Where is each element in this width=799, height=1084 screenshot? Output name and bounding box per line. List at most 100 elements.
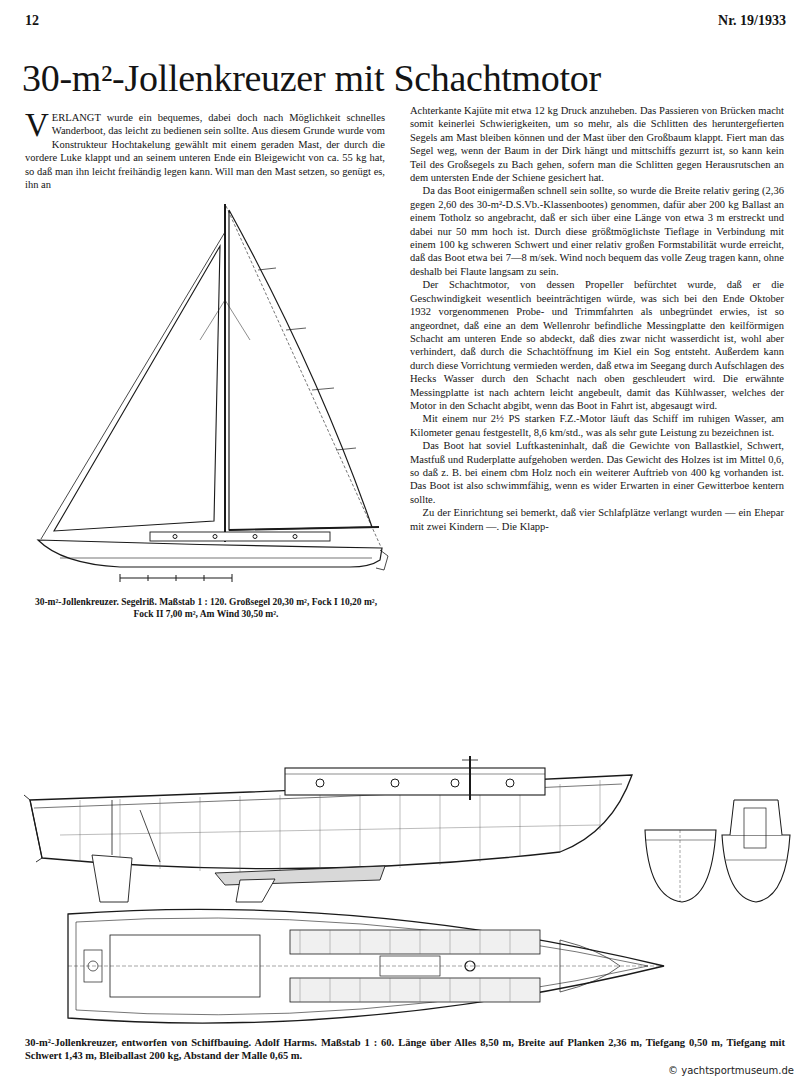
hull-profile-line <box>400 792 401 868</box>
hull-profile-line <box>320 794 321 871</box>
sail-plan-line <box>204 575 205 581</box>
hull-profile-line <box>316 779 324 787</box>
sail-plan-line <box>41 232 225 539</box>
sail-plan-line <box>148 575 149 581</box>
hull-plan-line <box>110 935 260 997</box>
hull-profile-line <box>391 779 399 787</box>
hull-profile <box>24 756 632 902</box>
hull-plan-line <box>510 978 511 1002</box>
sail-plan-line <box>258 268 276 270</box>
hull-profile-line <box>80 800 81 862</box>
hull-profile-line <box>600 780 601 830</box>
hull-plan-line <box>300 930 510 1002</box>
hull-plan-line <box>76 918 648 1015</box>
hull-plan <box>68 909 664 1023</box>
hull-profile-line <box>462 760 478 761</box>
hull-profile-line <box>560 784 561 851</box>
sail-plan-line <box>312 388 334 390</box>
hull-profile-line <box>200 797 201 871</box>
cross-section-line <box>722 835 790 902</box>
hull-profile-line <box>451 779 459 787</box>
figure-caption: 30-m²-Jollenkreuzer, entworfen von Schif… <box>25 1036 785 1062</box>
text-column: Achterkante Kajüte mit etwa 12 kg Druck … <box>410 104 784 533</box>
hull-plan-line <box>450 930 451 954</box>
sail-plan-line <box>253 535 257 539</box>
article-title: 30-m²-Jollenkreuzer mit Schachtmotor <box>22 56 601 100</box>
sail-plan-line <box>226 206 381 547</box>
hull-profile-line <box>440 790 441 865</box>
sail-plan-line <box>224 204 226 542</box>
body-text: Mit einem nur 2½ PS starken F.Z.-Motor l… <box>410 412 784 439</box>
hull-plan-line <box>290 978 540 1002</box>
body-text: Da das Boot einigermaßen schnell sein so… <box>410 184 784 278</box>
hull-plan-line <box>480 978 481 1002</box>
sail-plan-line <box>60 558 372 559</box>
sail-plan <box>38 204 388 582</box>
sail-plan-line <box>173 535 177 539</box>
hull-profile-line <box>360 793 361 870</box>
hull-profile-line <box>506 779 514 787</box>
hull-plan-line <box>360 978 361 1002</box>
hull-profile-line <box>285 768 545 795</box>
hull-profile-line <box>236 879 275 902</box>
hull-plan-line <box>330 978 331 1002</box>
issue-number: Nr. 19/1933 <box>600 13 786 29</box>
hull-profile-line <box>120 799 121 866</box>
hull-plan-line <box>390 978 391 1002</box>
hull-plan-line <box>330 930 331 954</box>
body-text: Das Boot hat soviel Luftkasteninhalt, da… <box>410 439 784 506</box>
hull-plan-line <box>84 950 102 982</box>
cross-section <box>645 800 790 902</box>
cross-section-line <box>645 840 716 841</box>
figure-caption: 30-m²-Jollenkreuzer. Segelriß. Maßstab 1… <box>25 596 387 620</box>
hull-plan-line <box>480 930 481 954</box>
hull-plan-line <box>560 940 620 992</box>
hull-profile-line <box>60 825 600 835</box>
sail-plan-line <box>286 328 306 330</box>
sail-plan-line <box>229 527 379 530</box>
hull-plan-line <box>360 930 361 954</box>
hull-plan-line <box>68 966 664 967</box>
sail-plan-line <box>336 448 356 450</box>
hull-profile-line <box>160 798 161 869</box>
body-text: Zu der Einrichtung sei bemerkt, daß vier… <box>410 506 784 533</box>
hull-profile-line <box>112 800 113 855</box>
sail-plan-line <box>54 246 220 531</box>
hull-plan-line <box>420 930 421 954</box>
hull-profile-line <box>140 810 160 862</box>
body-text: VERLANGT wurde ein bequemes, dabei doch … <box>25 111 385 191</box>
hull-profile-line <box>520 786 521 857</box>
cross-section-line <box>680 830 681 902</box>
hull-plan-line <box>300 978 301 1002</box>
sail-plan-line <box>176 575 177 581</box>
sail-plan-line <box>213 535 217 539</box>
hull-profile-line <box>469 756 471 800</box>
cross-section-line <box>726 860 786 861</box>
cross-section-line <box>744 808 766 848</box>
hull-profile-line <box>480 788 481 862</box>
sail-plan-line <box>232 574 233 582</box>
hull-plan-line <box>380 956 440 976</box>
body-text: Achterkante Kajüte mit etwa 12 kg Druck … <box>410 104 784 184</box>
hull-plan-line <box>300 930 301 954</box>
hull-profile-line <box>240 796 241 872</box>
sail-plan-line <box>376 550 388 570</box>
hull-profile-line <box>280 795 281 872</box>
hull-plan-line <box>450 978 451 1002</box>
sail-plan-line <box>150 532 330 541</box>
hull-plan-line <box>465 961 475 971</box>
hull-plan-line <box>420 978 421 1002</box>
sail-plan-line <box>120 574 121 582</box>
sail-plan-line <box>225 300 250 340</box>
watermark: © yachtsportmuseum.de <box>620 1064 796 1077</box>
cross-section-line <box>730 800 782 835</box>
hull-profile-line <box>24 795 42 862</box>
hull-plan-line <box>510 930 511 954</box>
hull-profile-line <box>285 774 545 775</box>
sail-plan-line <box>38 540 382 567</box>
text-column: VERLANGT wurde ein bequemes, dabei doch … <box>25 111 385 191</box>
page-number: 12 <box>25 13 105 29</box>
hull-profile-line <box>92 855 132 902</box>
sail-plan-line <box>200 300 225 340</box>
